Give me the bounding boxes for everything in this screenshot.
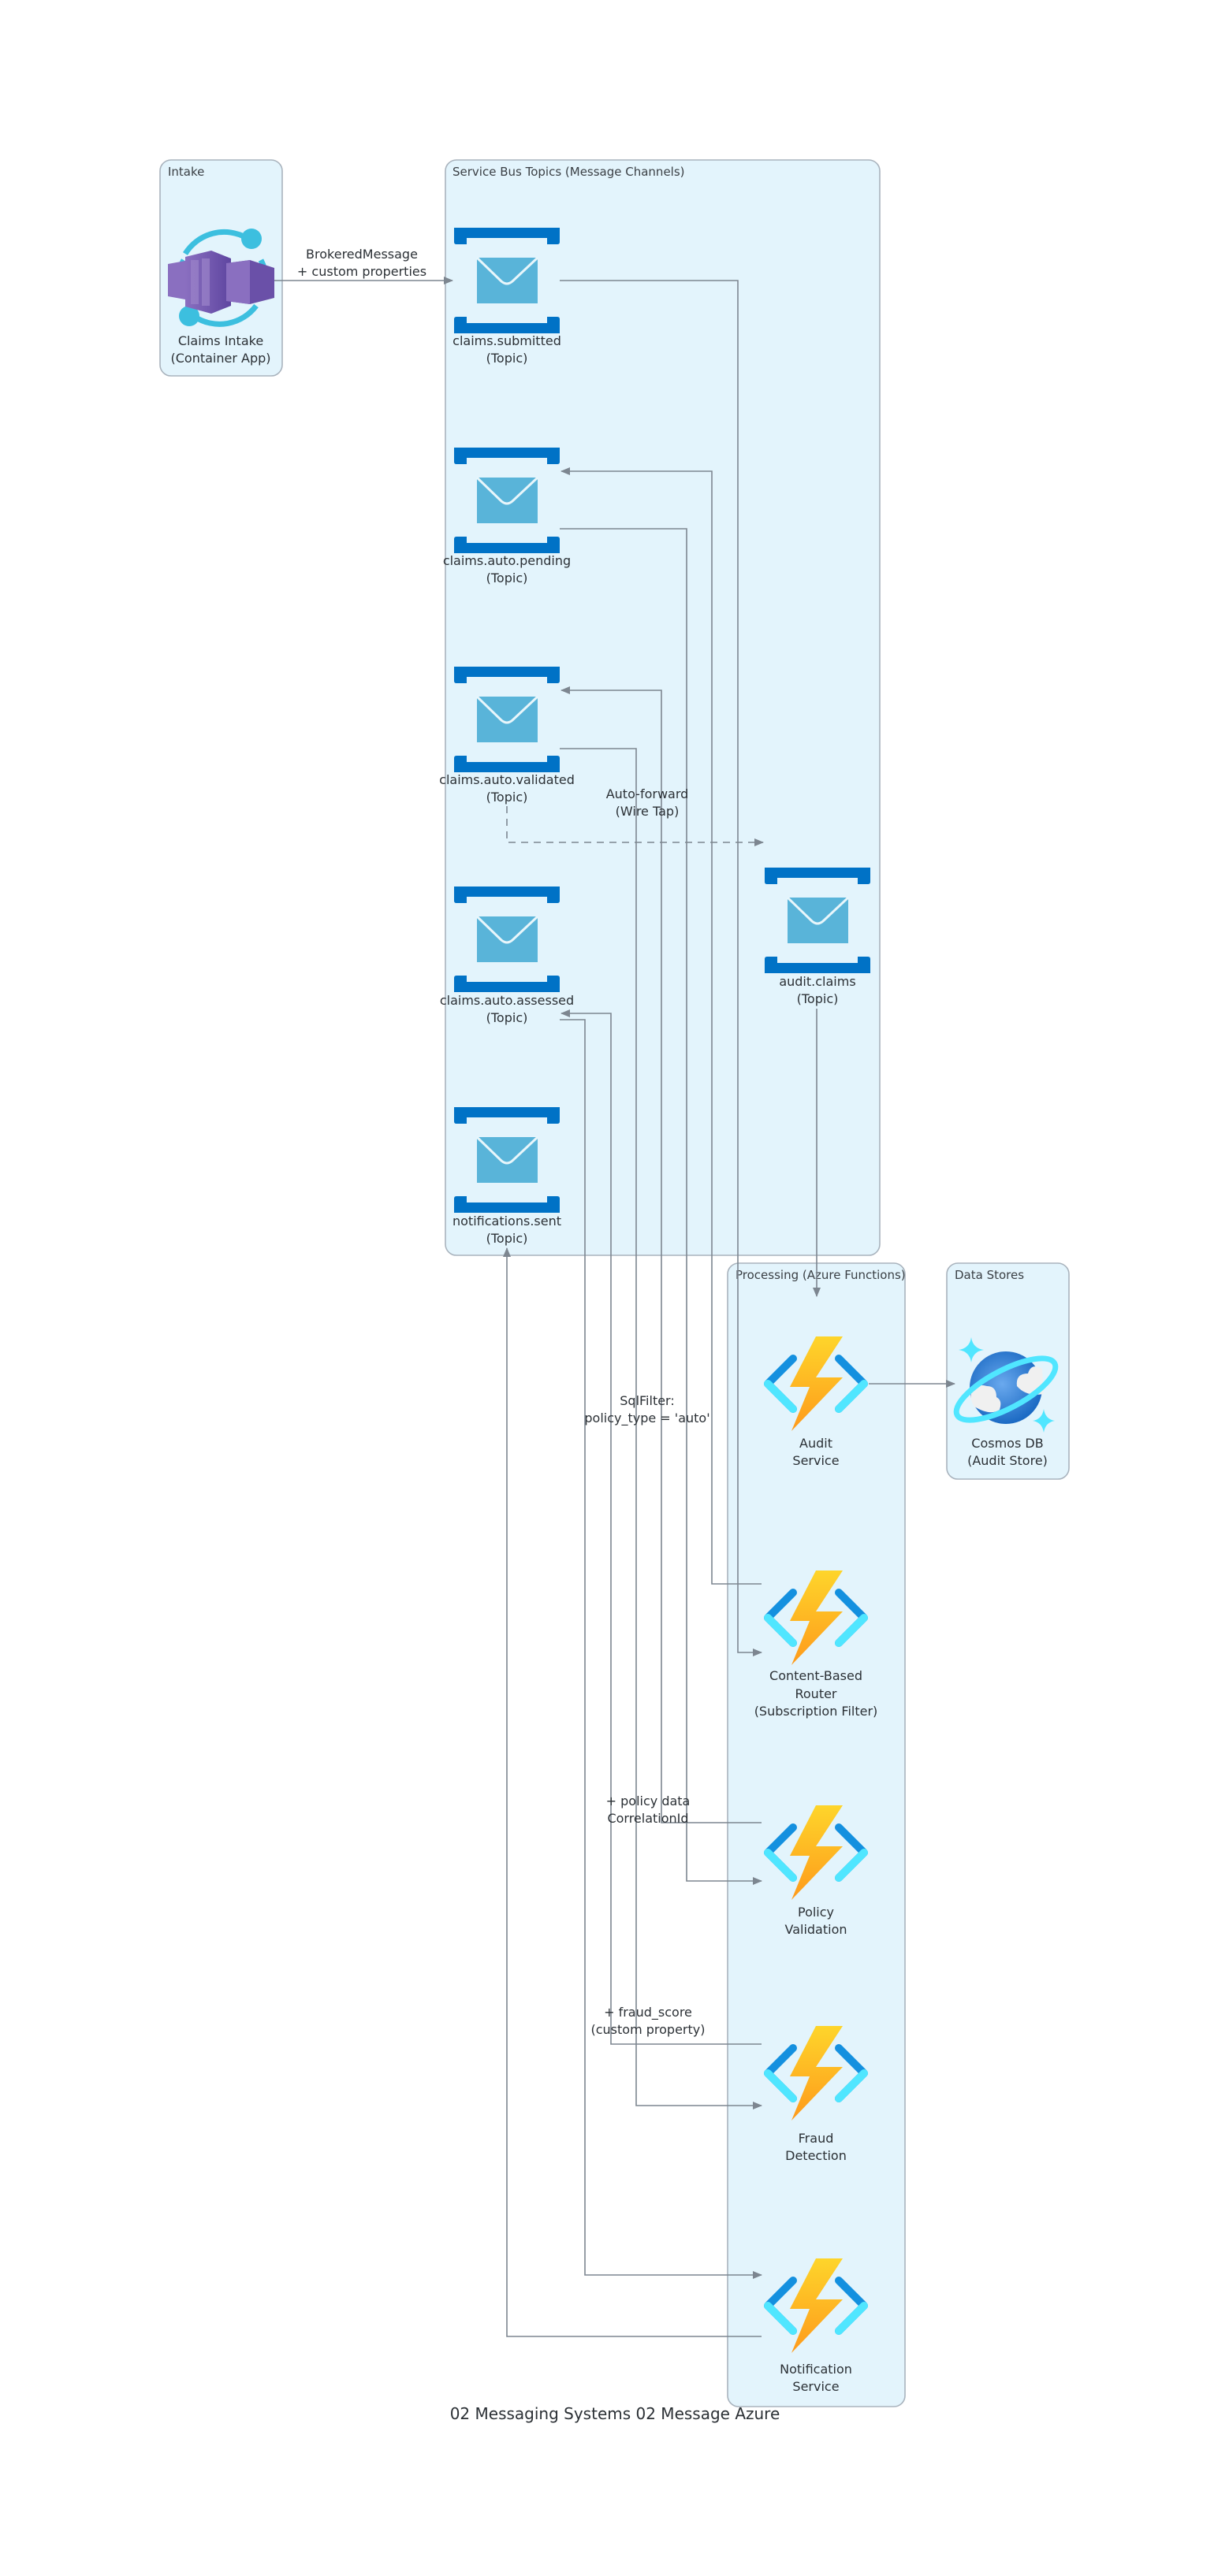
edge-label: + fraud_score [604, 2005, 692, 2020]
node-label: claims.auto.assessed [440, 993, 574, 1008]
node-label: (Topic) [797, 991, 839, 1006]
edge-claims-auto-pending-to-policy-validation [560, 528, 762, 1885]
node-notification-service[interactable]: Notification Service [768, 2258, 864, 2394]
node-fraud-detection[interactable]: Fraud Detection [768, 2026, 864, 2163]
edge-policy-validation-to-claims-auto-validated [560, 686, 762, 1823]
node-label: claims.auto.validated [439, 772, 575, 787]
edge-wire-tap-to-audit-claims [506, 806, 764, 846]
node-label: (Topic) [486, 351, 528, 366]
edge-claims-auto-assessed-to-notification-service [560, 1019, 762, 2279]
edge-fraud-detection-to-claims-auto-assessed [560, 1009, 762, 2045]
edge-notification-service-to-notifications-sent [503, 1247, 762, 2337]
edge-label: (Wire Tap) [616, 804, 680, 819]
edge-label: + custom properties [297, 264, 426, 279]
edges [274, 277, 955, 2337]
node-label: Policy [798, 1905, 834, 1920]
node-label: Validation [784, 1922, 847, 1937]
node-label: (Topic) [486, 1231, 528, 1246]
node-label: Audit [799, 1436, 832, 1451]
node-policy-validation[interactable]: Policy Validation [768, 1805, 864, 1937]
node-claims-submitted[interactable]: claims.submitted (Topic) [452, 226, 561, 366]
edge-label: + policy data [606, 1794, 691, 1808]
node-claims-intake[interactable]: Claims Intake (Container App) [168, 229, 274, 366]
edge-claims-submitted-to-router [560, 280, 762, 1656]
cluster-label-processing: Processing (Azure Functions) [736, 1268, 906, 1282]
cluster-label-service-bus: Service Bus Topics (Message Channels) [452, 165, 685, 179]
edge-claims-auto-validated-to-fraud-detection [560, 748, 762, 2109]
edge-label: (custom property) [591, 2022, 706, 2037]
node-claims-auto-assessed[interactable]: claims.auto.assessed (Topic) [440, 885, 574, 1025]
node-label: Service [792, 2379, 839, 2394]
cluster-label-data-stores: Data Stores [955, 1268, 1024, 1282]
cosmos-db-icon [953, 1337, 1059, 1433]
node-label: Content-Based [769, 1668, 862, 1683]
node-label: (Topic) [486, 571, 528, 585]
node-label: (Container App) [170, 351, 270, 366]
edge-label: SqlFilter: [620, 1393, 675, 1408]
node-content-based-router[interactable]: Content-Based Router (Subscription Filte… [754, 1571, 878, 1719]
node-label: Service [792, 1453, 839, 1468]
node-label: Detection [785, 2148, 847, 2163]
edge-router-to-claims-auto-pending [560, 467, 762, 1585]
edge-label: BrokeredMessage [306, 247, 418, 262]
node-label: audit.claims [779, 974, 855, 989]
node-cosmos-db[interactable]: Cosmos DB (Audit Store) [948, 1337, 1063, 1468]
node-audit-claims[interactable]: audit.claims (Topic) [763, 866, 872, 1006]
node-label: (Topic) [486, 790, 528, 805]
edge-label: policy_type = 'auto' [584, 1411, 709, 1426]
node-label: notifications.sent [452, 1214, 561, 1229]
node-label: (Audit Store) [967, 1453, 1048, 1468]
node-label: claims.auto.pending [443, 553, 571, 568]
node-claims-auto-validated[interactable]: claims.auto.validated (Topic) [439, 665, 575, 805]
node-label: (Subscription Filter) [754, 1704, 878, 1719]
node-audit-service[interactable]: Audit Service [768, 1336, 864, 1468]
node-notifications-sent[interactable]: notifications.sent (Topic) [452, 1106, 561, 1246]
node-label: Router [795, 1686, 836, 1701]
edge-label: Auto-forward [606, 786, 689, 801]
edge-labels: BrokeredMessage + custom properties SqlF… [297, 247, 710, 2037]
edge-label: CorrelationId [607, 1811, 688, 1826]
diagram-title: 02 Messaging Systems 02 Message Azure [450, 2404, 780, 2423]
node-label: Notification [780, 2362, 852, 2377]
node-label: (Topic) [486, 1010, 528, 1025]
node-label: Claims Intake [178, 333, 263, 348]
cluster-label-intake: Intake [168, 165, 204, 179]
node-label: claims.submitted [452, 333, 561, 348]
node-label: Fraud [799, 2131, 834, 2146]
container-app-icon [168, 229, 274, 327]
node-label: Cosmos DB [971, 1436, 1043, 1451]
node-claims-auto-pending[interactable]: claims.auto.pending (Topic) [443, 446, 571, 585]
